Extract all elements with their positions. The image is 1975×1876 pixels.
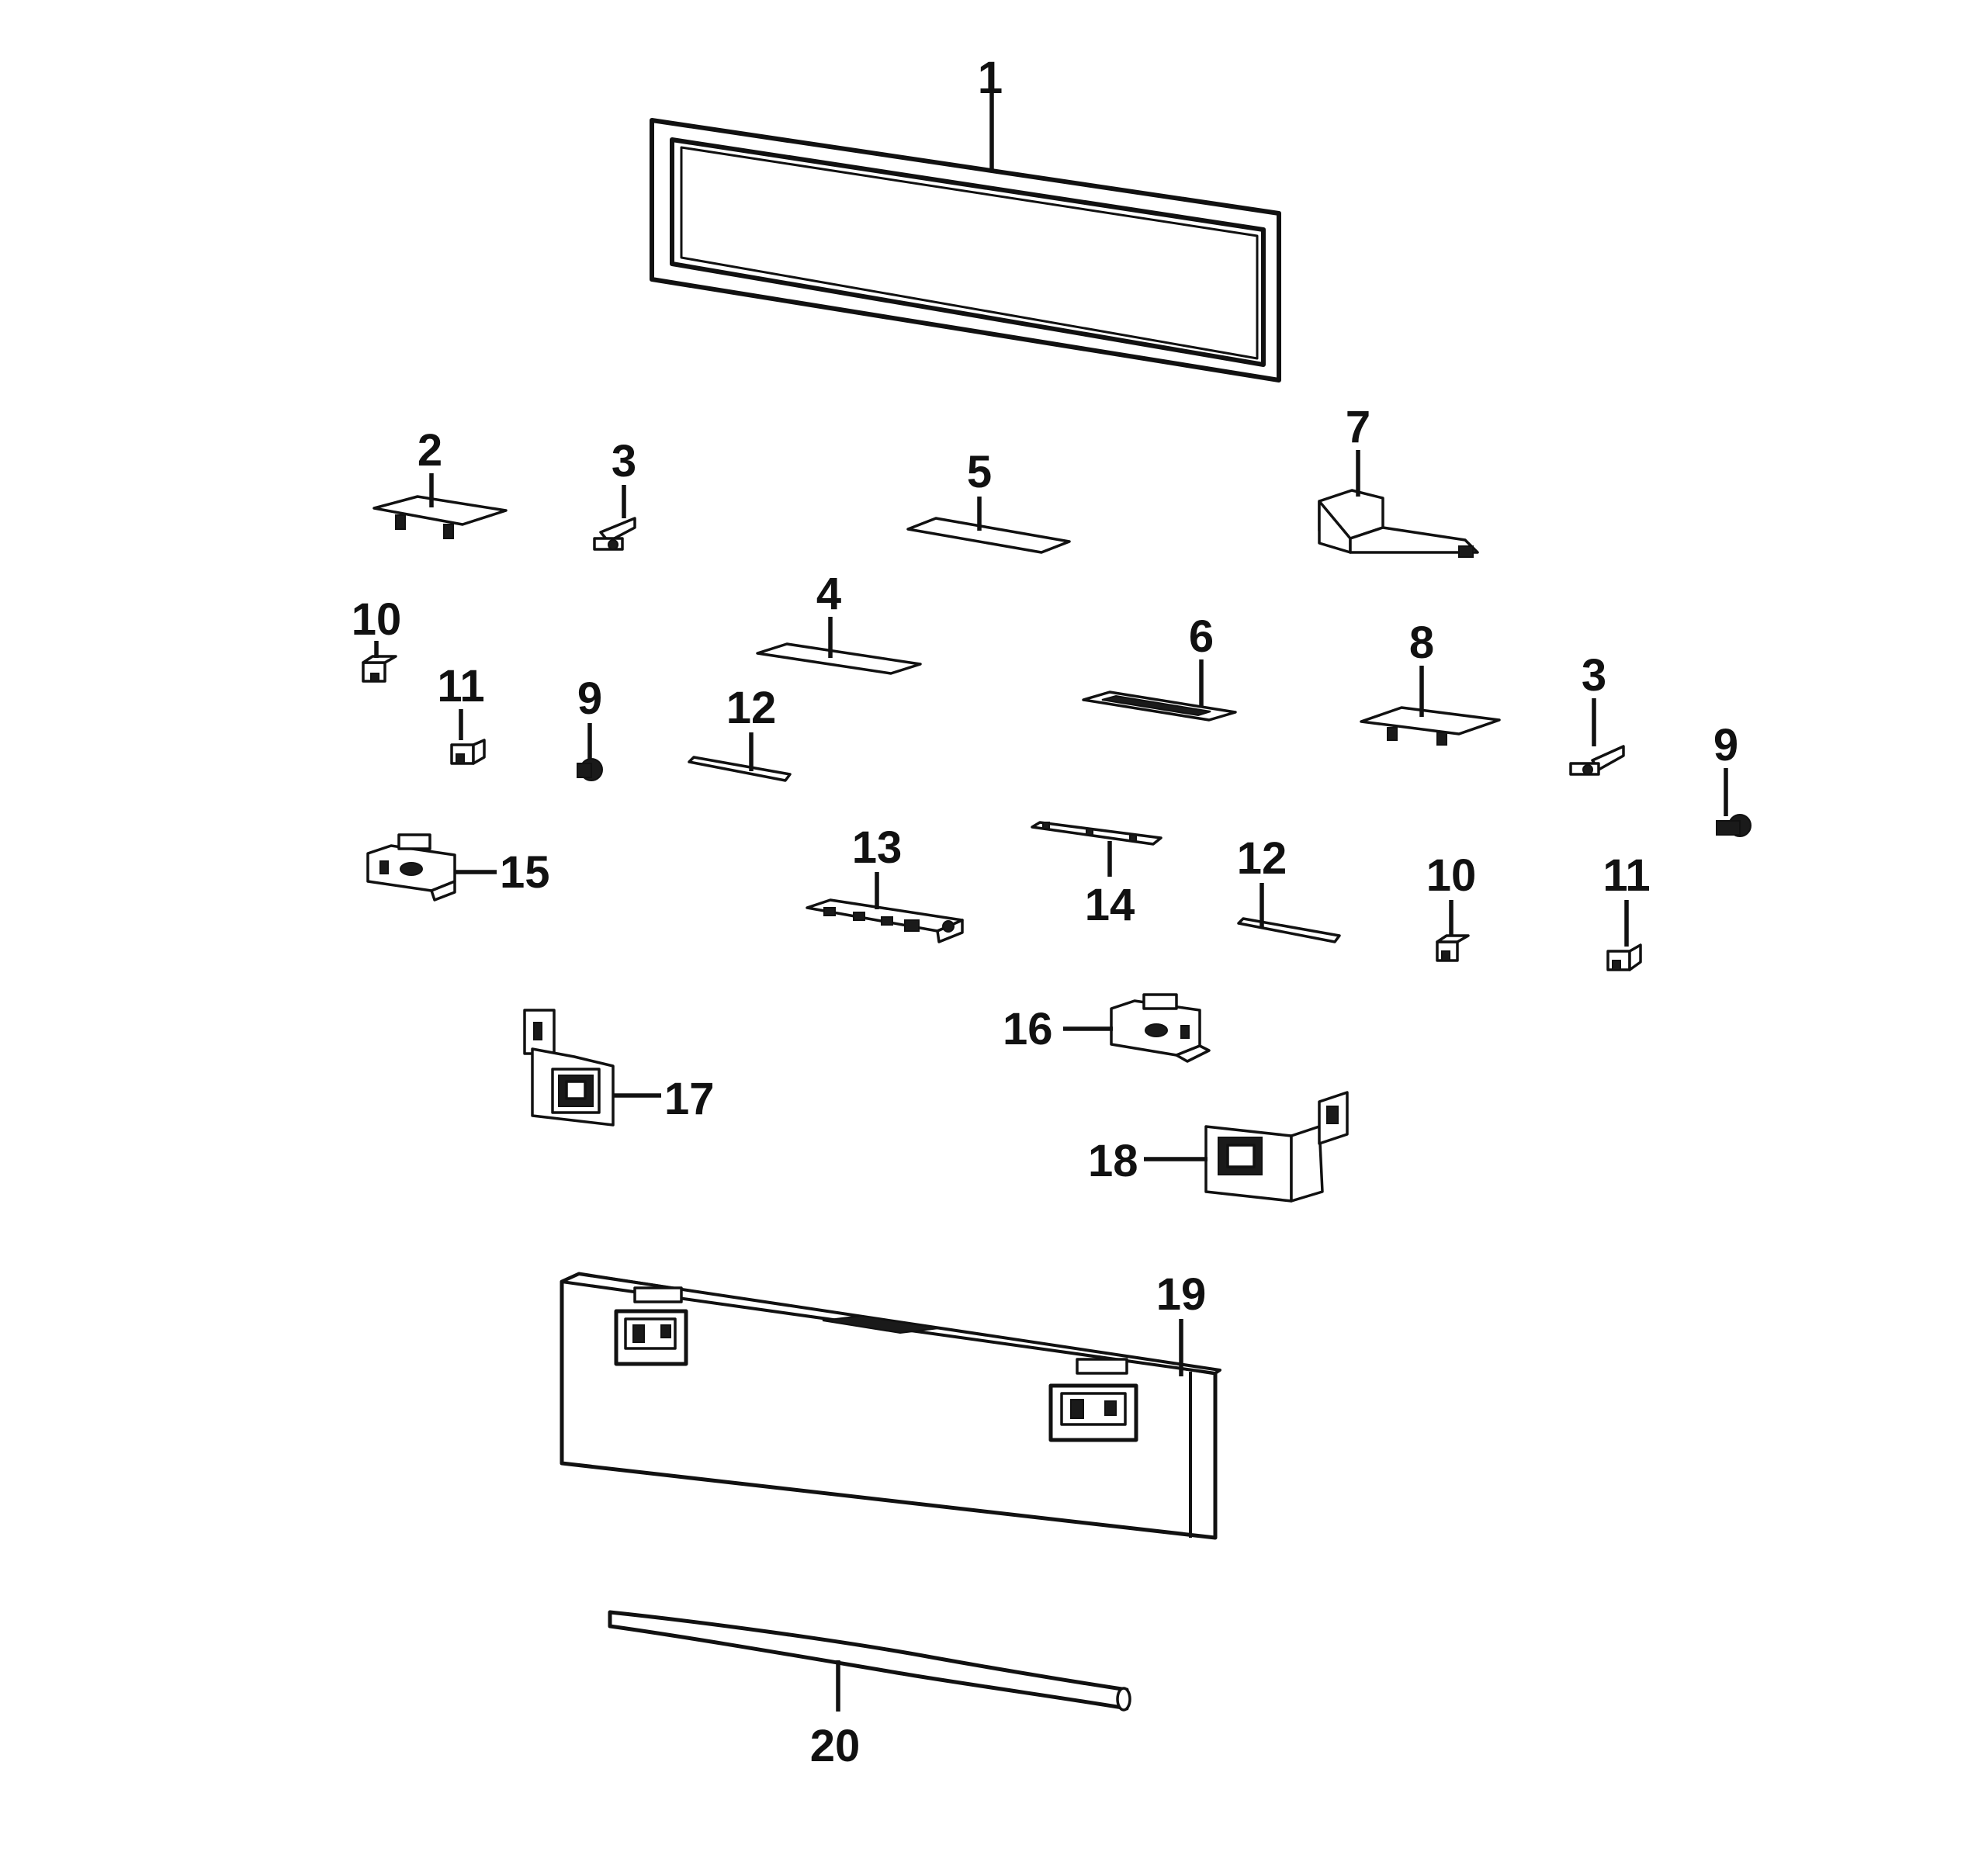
callout-12a: 12 bbox=[726, 683, 777, 733]
spacer-plate-icon bbox=[1082, 691, 1237, 722]
bracket-plate-icon bbox=[1360, 706, 1501, 746]
callout-9b: 9 bbox=[1713, 720, 1738, 770]
callout-8: 8 bbox=[1409, 618, 1434, 668]
hinge-receptacle-icon bbox=[366, 833, 456, 902]
clip-nut-icon bbox=[362, 655, 397, 683]
clip-icon bbox=[1569, 745, 1625, 776]
callout-5: 5 bbox=[967, 447, 992, 497]
clip-nut-icon bbox=[450, 739, 486, 765]
rod-icon bbox=[1237, 917, 1341, 943]
insulation-pad-icon bbox=[906, 517, 1071, 554]
callout-17: 17 bbox=[664, 1074, 715, 1124]
screw-icon bbox=[577, 758, 603, 781]
callout-14: 14 bbox=[1085, 880, 1135, 930]
clip-nut-icon bbox=[1606, 943, 1642, 971]
callout-12b: 12 bbox=[1237, 833, 1287, 884]
hinge-left-icon bbox=[523, 1009, 615, 1127]
callout-3a: 3 bbox=[612, 436, 636, 486]
clip-icon bbox=[593, 517, 636, 551]
hinge-right-icon bbox=[1204, 1091, 1349, 1203]
callout-18: 18 bbox=[1088, 1136, 1138, 1186]
callout-6: 6 bbox=[1189, 611, 1214, 662]
control-board-icon bbox=[806, 898, 964, 943]
bracket-plate-icon bbox=[372, 495, 508, 539]
callout-20: 20 bbox=[810, 1721, 861, 1771]
callout-13: 13 bbox=[852, 822, 903, 873]
callout-19: 19 bbox=[1156, 1269, 1207, 1320]
insulation-pad-icon bbox=[756, 642, 922, 675]
callout-1: 1 bbox=[978, 53, 1003, 103]
handle-icon bbox=[608, 1610, 1131, 1712]
callout-2: 2 bbox=[418, 425, 442, 476]
callout-11a: 11 bbox=[437, 661, 484, 711]
callout-7: 7 bbox=[1346, 402, 1370, 452]
door-panel-icon bbox=[560, 1272, 1221, 1540]
rod-icon bbox=[688, 756, 792, 782]
clip-nut-icon bbox=[1436, 934, 1470, 962]
callout-16: 16 bbox=[1003, 1004, 1053, 1054]
callout-4: 4 bbox=[816, 569, 841, 619]
door-gasket-frame-icon bbox=[650, 118, 1281, 382]
hinge-bracket-icon bbox=[1318, 489, 1479, 558]
callout-10b: 10 bbox=[1426, 850, 1477, 901]
hinge-receptacle-icon bbox=[1110, 993, 1211, 1063]
pcb-strip-icon bbox=[1031, 821, 1162, 846]
callout-10a: 10 bbox=[352, 594, 402, 645]
callout-11b: 11 bbox=[1603, 850, 1650, 901]
callout-3b: 3 bbox=[1582, 650, 1606, 701]
callout-9a: 9 bbox=[577, 673, 602, 724]
callout-15: 15 bbox=[500, 847, 550, 898]
screw-icon bbox=[1716, 814, 1752, 837]
